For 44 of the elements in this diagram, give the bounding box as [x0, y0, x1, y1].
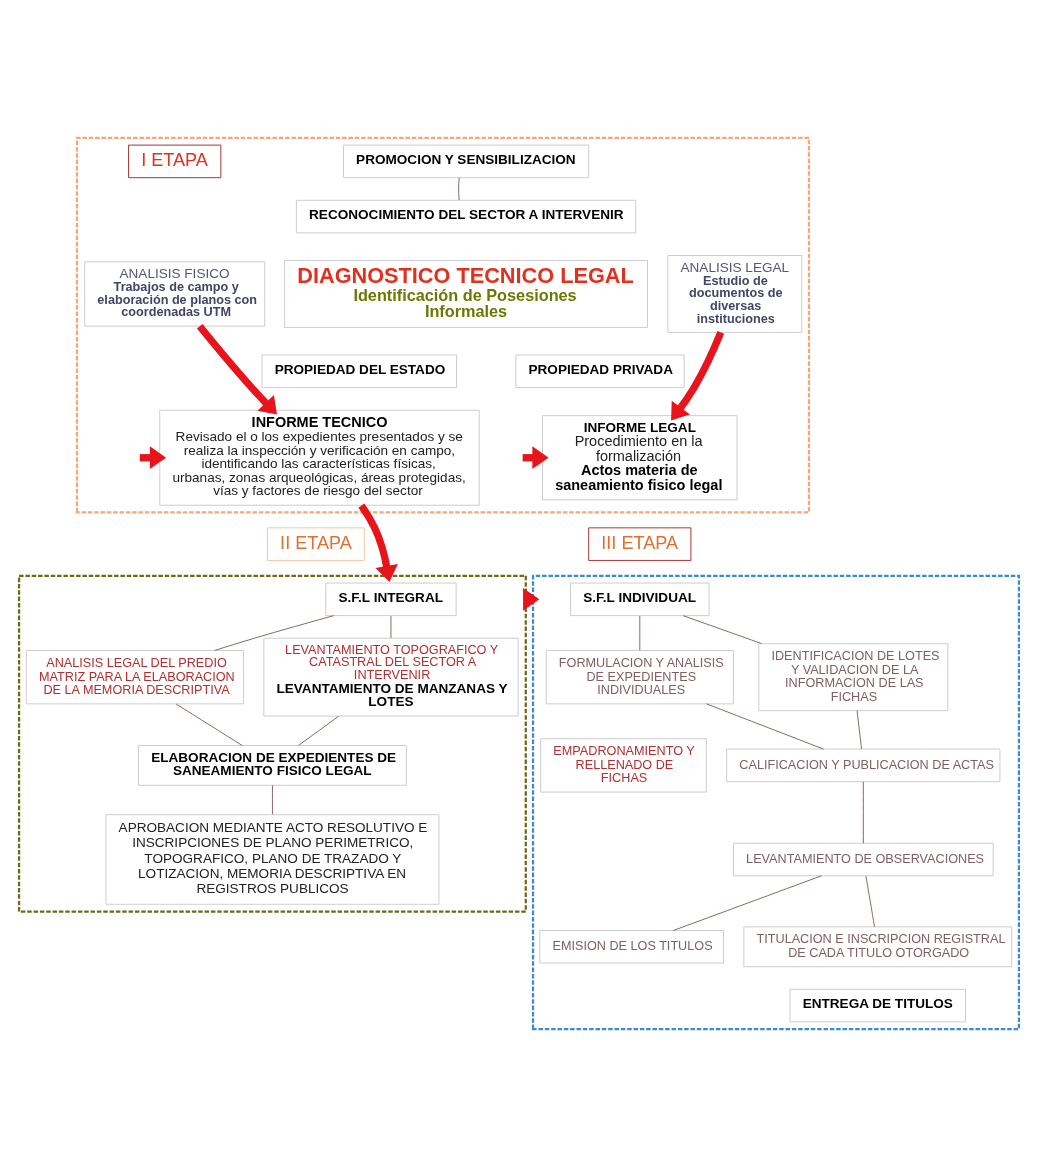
connector [706, 702, 824, 750]
node-box: INFORME LEGAL Procedimiento en la formalización Actos materia de saneamiento fisico legal [542, 414, 738, 500]
arrow [358, 503, 398, 582]
node-box: LEVANTAMIENTO TOPOGRAFICO Y CATASTRAL DEL SECTOR A INTERVENIR LEVANTAMIENTO DE MANZANAS Y LOTES [263, 637, 519, 716]
connector [862, 780, 864, 844]
connector [458, 176, 460, 201]
arrow [671, 330, 725, 421]
node-box: IDENTIFICACION DE LOTES Y VALIDACION DE LA INFORMACION DE LAS FICHAS [758, 642, 949, 711]
connector [682, 614, 762, 644]
node-box: S.F.L INTEGRAL [325, 582, 457, 616]
connector [214, 614, 335, 651]
node-box: S.F.L INDIVIDUAL [570, 582, 710, 616]
node-box: EMISION DE LOS TITULOS [539, 929, 724, 964]
connector [672, 874, 823, 931]
node-box: PROMOCION Y SENSIBILIZACION [343, 144, 590, 178]
node-box: INFORME TECNICO Revisado el o los expedientes presentados y se realiza la inspección y verificación en campo, identificando las características físicas, urbanas, zonas arqueológicas, áreas protegidas, vías y factores de riesgo del sector [159, 409, 480, 506]
node-box: LEVANTAMIENTO DE OBSERVACIONES [733, 842, 994, 876]
node-box: ELABORACION DE EXPEDIENTES DE SANEAMIENTO FISICO LEGAL [138, 744, 407, 786]
connector [865, 875, 875, 927]
node-box: DIAGNOSTICO TECNICO LEGAL Identificación de Posesiones Informales [284, 259, 648, 328]
connector [175, 703, 243, 746]
node-box: ANALISIS LEGAL Estudio de documentos de diversas instituciones [667, 254, 803, 333]
node-box: APROBACION MEDIANTE ACTO RESOLUTIVO E INSCRIPCIONES DE PLANO PERIMETRICO, TOPOGRAFICO, PLANO DE TRAZADO Y LOTIZACION, MEMORIA DESCRIPTIVA EN REGISTROS PUBLICOS [105, 813, 440, 905]
node-box: III ETAPA [588, 526, 692, 561]
connector [272, 784, 273, 815]
node-box: EMPADRONAMIENTO Y RELLENADO DE FICHAS [540, 737, 707, 793]
node-box: TITULACION E INSCRIPCION REGISTRAL DE CADA TITULO OTORGADO [743, 925, 1013, 967]
node-box: PROPIEDAD PRIVADA [515, 354, 685, 388]
node-box: CALIFICACION Y PUBLICACION DE ACTAS [726, 748, 1001, 782]
node-box: ANALISIS LEGAL DEL PREDIO MATRIZ PARA LA ELABORACION DE LA MEMORIA DESCRIPTIVA [25, 649, 244, 704]
arrow [196, 323, 277, 415]
connector [298, 715, 340, 746]
node-box: ANALISIS FISICO Trabajos de campo y elaboración de planos con coordenadas UTM [84, 260, 266, 326]
cluster [531, 574, 1021, 1030]
node-box: I ETAPA [128, 144, 222, 178]
node-box: RECONOCIMIENTO DEL SECTOR A INTERVENIR [295, 199, 637, 233]
connector [639, 615, 641, 651]
node-box: PROPIEDAD DEL ESTADO [261, 354, 457, 388]
node-box: FORMULACION Y ANALISIS DE EXPEDIENTES INDIVIDUALES [545, 649, 734, 704]
connector [856, 709, 862, 749]
connector [390, 615, 392, 638]
node-box: ENTREGA DE TITULOS [789, 988, 966, 1022]
node-box: II ETAPA [267, 526, 365, 561]
cluster [75, 136, 811, 514]
